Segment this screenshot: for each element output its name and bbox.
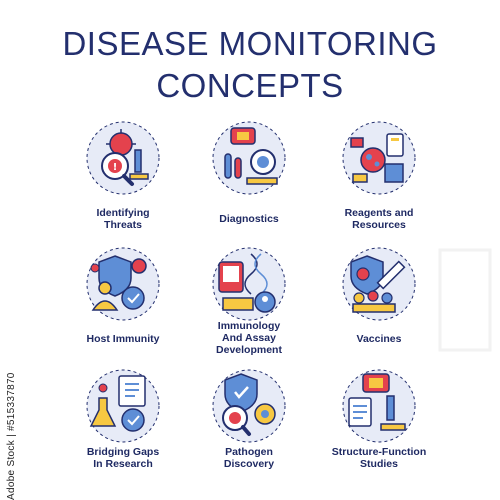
diagnostics-icon [212,121,286,195]
host-immunity-icon [86,247,160,321]
vaccines-icon [342,247,416,321]
watermark-graphic [438,248,492,352]
threat-identification-icon: ! [86,121,160,195]
stock-id-text: Adobe Stock | #515337870 [6,372,17,500]
immunology-assay-icon [212,247,286,321]
label-host-immunity: Host Immunity [86,333,160,345]
structure-function-icon [342,369,416,443]
pathogen-discovery-icon [212,369,286,443]
label-vaccines: Vaccines [356,333,402,345]
page-title-line-1: DISEASE MONITORING [62,25,438,62]
svg-text:!: ! [113,162,118,173]
bridging-gaps-icon [86,369,160,443]
reagents-icon [342,121,416,195]
page-title-line-2: CONCEPTS [156,67,344,104]
label-diagnostics: Diagnostics [219,213,279,225]
